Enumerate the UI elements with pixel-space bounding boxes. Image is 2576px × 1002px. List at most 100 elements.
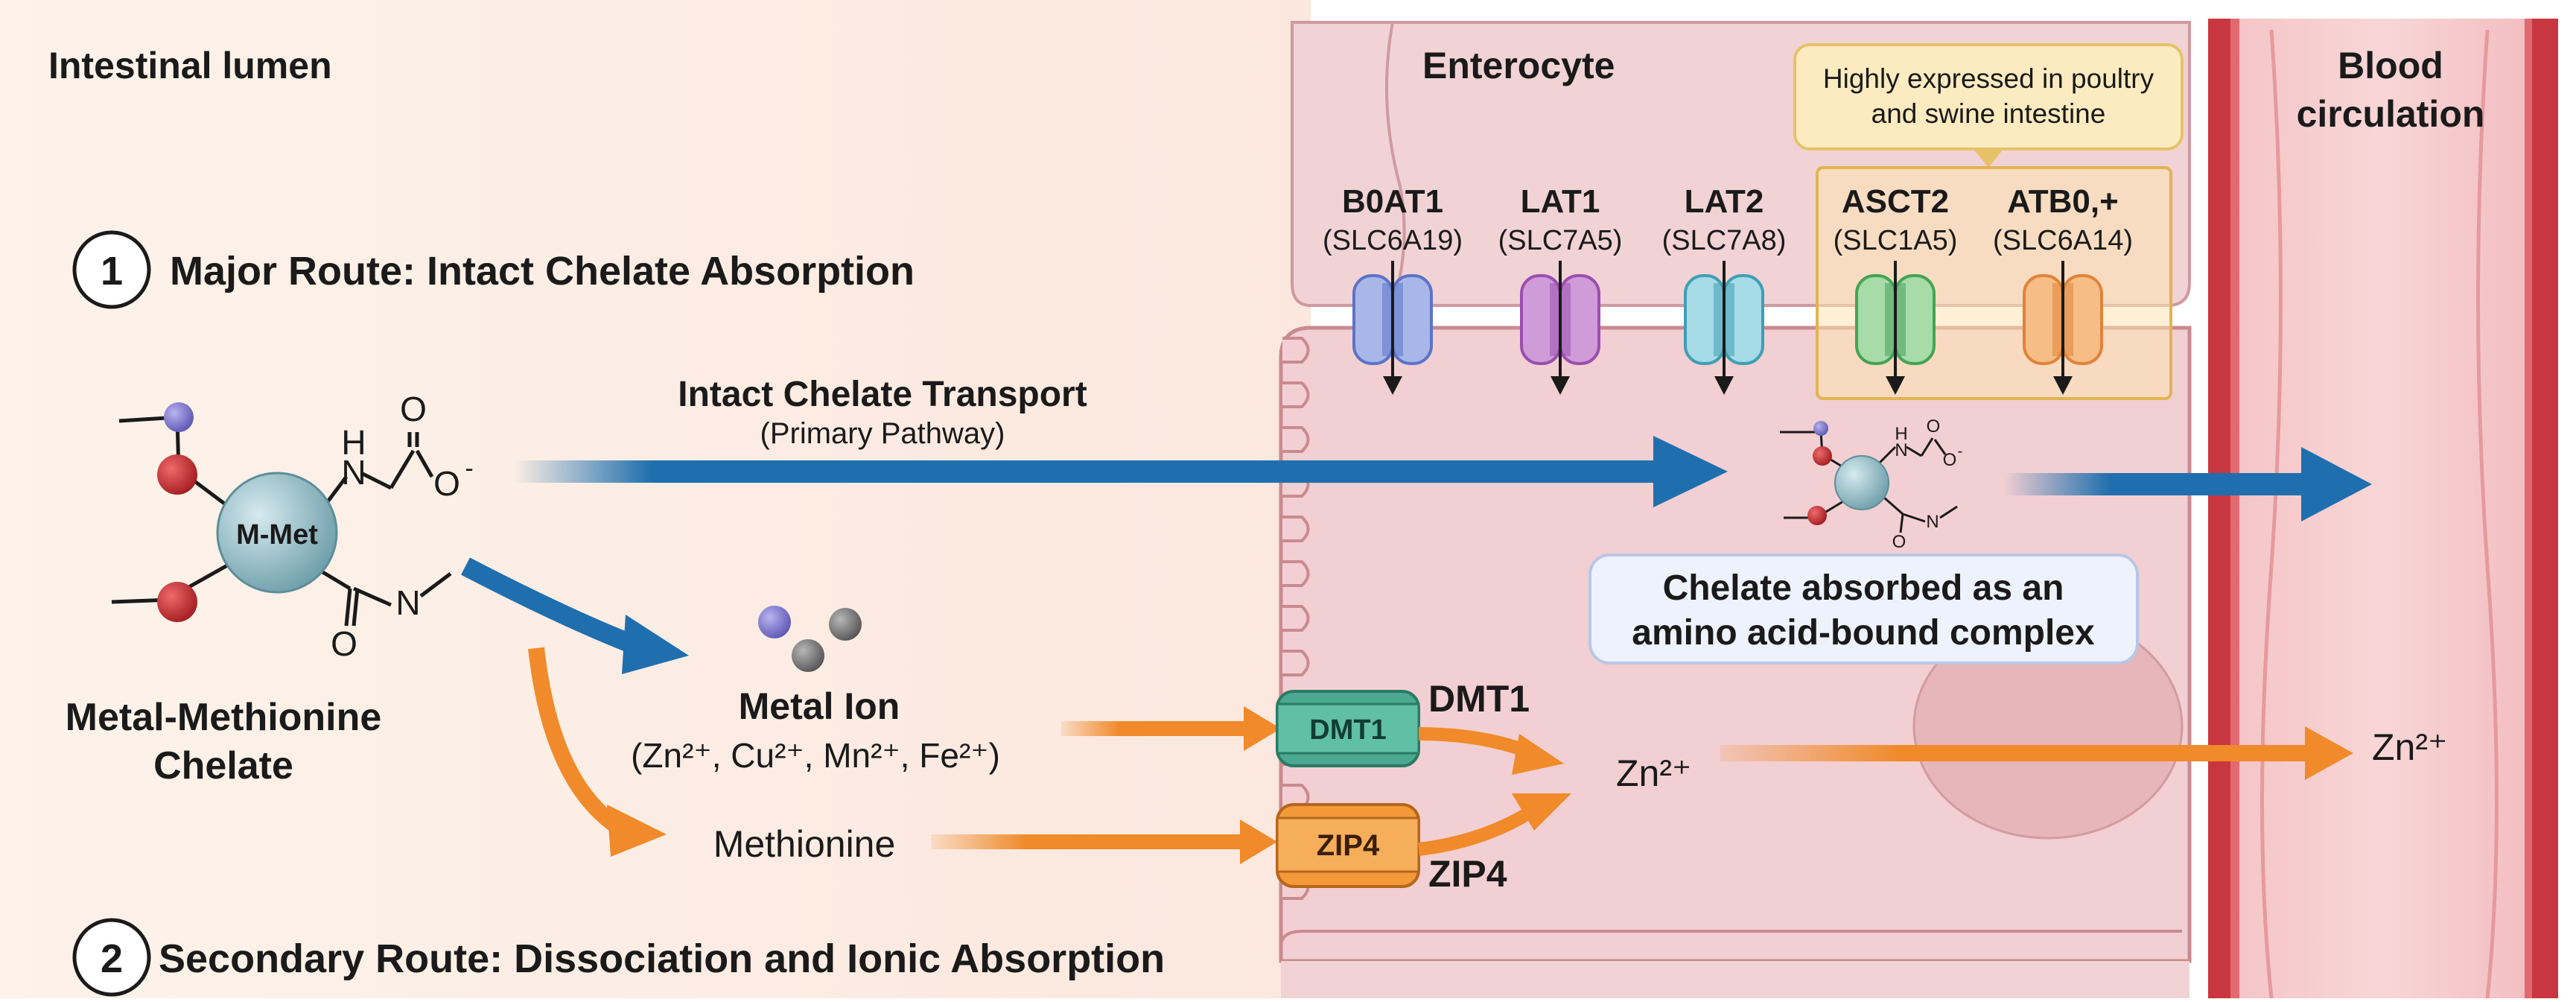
metal-ion-title: Metal Ion (739, 685, 900, 727)
methionine-label: Methionine (713, 823, 896, 865)
atom-minus: - (465, 454, 473, 483)
transporter-name: B0AT1 (1342, 183, 1443, 220)
small-atom-o2: O (1892, 532, 1906, 552)
metal-ball-label: M-Met (236, 519, 318, 551)
absorbed-line1: Chelate absorbed as an (1663, 568, 2064, 608)
red-atom-top (157, 454, 197, 495)
zip4-label: ZIP4 (1317, 829, 1380, 862)
zip4-channel: ZIP4 (1276, 803, 1420, 888)
ion-purple (758, 606, 791, 638)
blood-label-line2: circulation (2297, 93, 2485, 135)
small-atom-o: O (1927, 416, 1941, 437)
transporter-name: ASCT2 (1842, 183, 1949, 220)
small-red-atom-top (1813, 446, 1832, 466)
small-metal-ball (1834, 455, 1889, 510)
uptake-arrowhead (1551, 376, 1570, 395)
expression-callout: Highly expressed in poultry and swine in… (1793, 43, 2184, 168)
chelate-name-line1: Metal-Methionine (66, 696, 382, 739)
blood-vessel (2208, 19, 2558, 999)
transporter-name: ATB0,+ (2007, 183, 2119, 220)
microvillus (1282, 426, 1310, 453)
metal-ion-group: Metal Ion (Zn²⁺, Cu²⁺, Mn²⁺, Fe²⁺) (631, 606, 1000, 775)
chelate-name-line2: Chelate (153, 744, 293, 787)
chelate-molecule: M-Met H N O O - O N Metal-Methionine Che… (66, 390, 474, 787)
methionine-to-zip4-arrow (931, 834, 1251, 849)
dmt1-side-label: DMT1 (1428, 678, 1530, 720)
transporter-lat1: LAT1 (SLC7A5) (1498, 183, 1623, 395)
secondary-route-number: 2 (101, 936, 123, 981)
microvillus (1282, 605, 1310, 632)
transporter-atb0: ATB0,+(SLC6A14) (1993, 183, 2133, 395)
transporter-name: LAT2 (1685, 183, 1764, 220)
intact-transport-subtitle: (Primary Pathway) (760, 417, 1005, 450)
small-atom-n2: N (1926, 512, 1939, 532)
blood-label-line1: Blood (2338, 45, 2443, 86)
small-atom-n: N (1895, 440, 1907, 460)
microvillus (1282, 381, 1310, 408)
ion-gray-1 (829, 608, 862, 641)
zn-blood-label: Zn²⁺ (2372, 726, 2447, 768)
transporter-lat2: LAT2 (SLC7A8) (1662, 183, 1787, 395)
ion-to-dmt1-arrow (1061, 721, 1255, 736)
transporter-gene: (SLC7A8) (1662, 225, 1787, 256)
dmt1-channel: DMT1 (1276, 690, 1420, 767)
enterocyte-label: Enterocyte (1422, 45, 1615, 86)
microvillus (1282, 560, 1310, 587)
zn-inside-label: Zn²⁺ (1616, 752, 1691, 794)
microvillus (1282, 337, 1310, 364)
atom-h: H (341, 423, 366, 462)
metal-ball (216, 472, 338, 594)
atom-o-bottom: O (331, 624, 357, 663)
major-route-title: Major Route: Intact Chelate Absorption (170, 249, 915, 294)
small-atom-h: H (1895, 424, 1907, 444)
small-red-atom-bottom (1807, 506, 1827, 525)
transporter-asct2: ASCT2 (SLC1A5) (1834, 183, 1958, 395)
transporter-gene: (SLC7A5) (1498, 225, 1623, 256)
callout-line1: Highly expressed in poultry (1823, 63, 2154, 94)
purple-atom (164, 402, 194, 432)
atom-n-top: N (341, 453, 366, 492)
microvillus (1282, 650, 1310, 676)
transporter-name: LAT1 (1521, 183, 1600, 220)
intact-transport-arrow: Intact Chelate Transport (Primary Pathwa… (514, 375, 1728, 507)
ion-gray-2 (792, 639, 824, 672)
atom-n-bottom: N (395, 583, 420, 622)
absorbed-complex-box: Chelate absorbed as an amino acid-bound … (1588, 554, 2139, 665)
absorbed-line2: amino acid-bound complex (1632, 613, 2095, 653)
zip4-to-zn-arrowhead (1512, 793, 1571, 831)
lumen-label: Intestinal lumen (48, 45, 332, 86)
blood-transport-arrow (2003, 447, 2372, 521)
metal-ion-list: (Zn²⁺, Cu²⁺, Mn²⁺, Fe²⁺) (631, 736, 1000, 775)
transporter-group: B0AT1 (SLC6A19) LAT1 (SLC7A5) LAT2 (SLC7A8) AS… (1323, 183, 2133, 395)
red-atom-bottom (157, 582, 197, 622)
secondary-route-title: Secondary Route: Dissociation and Ionic … (159, 936, 1165, 981)
intact-transport-title: Intact Chelate Transport (678, 375, 1087, 414)
major-route-heading: 1 Major Route: Intact Chelate Absorption (72, 230, 915, 309)
dmt1-label: DMT1 (1309, 714, 1386, 746)
major-route-number: 1 (101, 249, 123, 294)
microvillus (1282, 516, 1310, 542)
methionine-to-zip4-arrowhead (1240, 819, 1277, 864)
dmt1-to-zn-arrowhead (1512, 734, 1564, 775)
atom-o-top: O (400, 390, 427, 428)
uptake-arrowhead (2053, 376, 2073, 395)
zn-to-blood-arrow (1720, 745, 2316, 761)
small-atom-o-minus: O (1943, 450, 1957, 470)
transporter-gene: (SLC1A5) (1834, 225, 1958, 256)
transporter-b0at1: B0AT1 (SLC6A19) (1323, 183, 1463, 395)
small-atom-minus: - (1958, 443, 1963, 460)
dissociation-arrow-blue (461, 557, 637, 654)
zip4-to-zn-arrow (1417, 806, 1534, 856)
transporter-gene: (SLC6A19) (1323, 225, 1463, 256)
atom-o-minus: O (433, 464, 460, 503)
zn-to-blood-arrowhead (2305, 726, 2353, 780)
zip4-side-label: ZIP4 (1428, 853, 1507, 895)
small-chelate: H N O O - O N (1780, 416, 1962, 552)
dissociation-arrowhead-orange (607, 805, 667, 857)
secondary-route-heading: 2 Secondary Route: Dissociation and Ioni… (72, 918, 1165, 997)
uptake-arrowhead (1383, 376, 1402, 395)
ion-to-dmt1-arrowhead (1244, 706, 1281, 751)
dissociation-arrow-orange (528, 647, 623, 834)
